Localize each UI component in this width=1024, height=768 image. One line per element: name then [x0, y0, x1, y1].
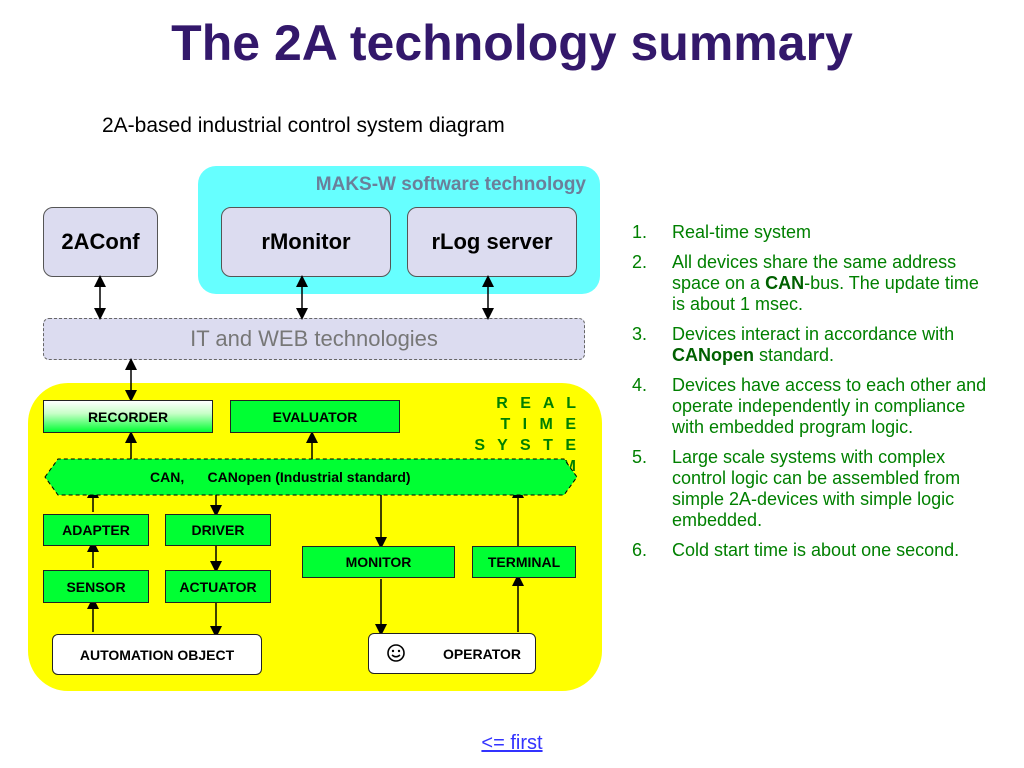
point-number: 5. — [632, 447, 648, 467]
operator-box: OPERATOR — [368, 633, 536, 674]
driver-box: DRIVER — [165, 514, 271, 546]
automation-object-box: AUTOMATION OBJECT — [52, 634, 262, 675]
point-text: Devices have access to each other and op… — [672, 375, 987, 437]
device-arrows — [87, 431, 524, 638]
rt-label-line: R E A L — [496, 395, 580, 412]
terminal-box: TERMINAL — [472, 546, 576, 578]
diagram-subtitle: 2A-based industrial control system diagr… — [102, 114, 505, 137]
actuator-box: ACTUATOR — [165, 570, 271, 603]
adapter-box: ADAPTER — [43, 514, 149, 546]
point-bold: CANopen — [672, 345, 754, 365]
summary-point: 5. Large scale systems with complex contr… — [632, 447, 992, 531]
maks-w-title: MAKS-W software technology — [315, 174, 586, 195]
point-number: 4. — [632, 375, 648, 395]
can-bus-arrow — [44, 458, 578, 496]
2aconf-box: 2AConf — [43, 207, 158, 277]
point-bold: CAN — [765, 273, 805, 293]
point-text: All devices share the same address space… — [672, 252, 957, 293]
can-bus-label: CAN, CANopen (Industrial standard) — [150, 469, 411, 485]
point-text: Devices interact in accordance with — [672, 324, 955, 344]
summary-point: 4. Devices have access to each other and … — [632, 375, 992, 438]
bidirectional-arrows — [94, 275, 494, 402]
point-text: -bus. The update time is about 1 msec. — [672, 273, 979, 314]
point-text: Real-time system — [672, 222, 812, 242]
first-slide-link[interactable]: <= first — [481, 732, 543, 754]
rlog-server-box: rLog server — [407, 207, 577, 277]
point-number: 3. — [632, 324, 648, 344]
it-web-bar: IT and WEB technologies — [43, 318, 585, 360]
page-title: The 2A technology summary — [171, 15, 853, 71]
summary-point: 1. Real-time system — [632, 222, 992, 243]
summary-point: 6. Cold start time is about one second. — [632, 540, 992, 561]
rt-label-line: T I M E — [500, 416, 580, 433]
summary-points: 1. Real-time system 2. All devices share t… — [632, 222, 992, 570]
summary-point: 3. Devices interact in accordance with CA… — [632, 324, 992, 366]
point-text: Large scale systems with complex control… — [672, 447, 961, 530]
sensor-box: SENSOR — [43, 570, 149, 603]
summary-point: 2. All devices share the same address spa… — [632, 252, 992, 315]
point-text: standard. — [754, 345, 835, 365]
point-text: Cold start time is about one second. — [672, 540, 960, 560]
evaluator-box: EVALUATOR — [230, 400, 400, 433]
point-number: 2. — [632, 252, 648, 272]
point-number: 6. — [632, 540, 648, 560]
smiley-face-icon — [387, 644, 405, 662]
monitor-box: MONITOR — [302, 546, 455, 578]
rmonitor-box: rMonitor — [221, 207, 391, 277]
recorder-box: RECORDER — [43, 400, 213, 433]
point-number: 1. — [632, 222, 648, 242]
